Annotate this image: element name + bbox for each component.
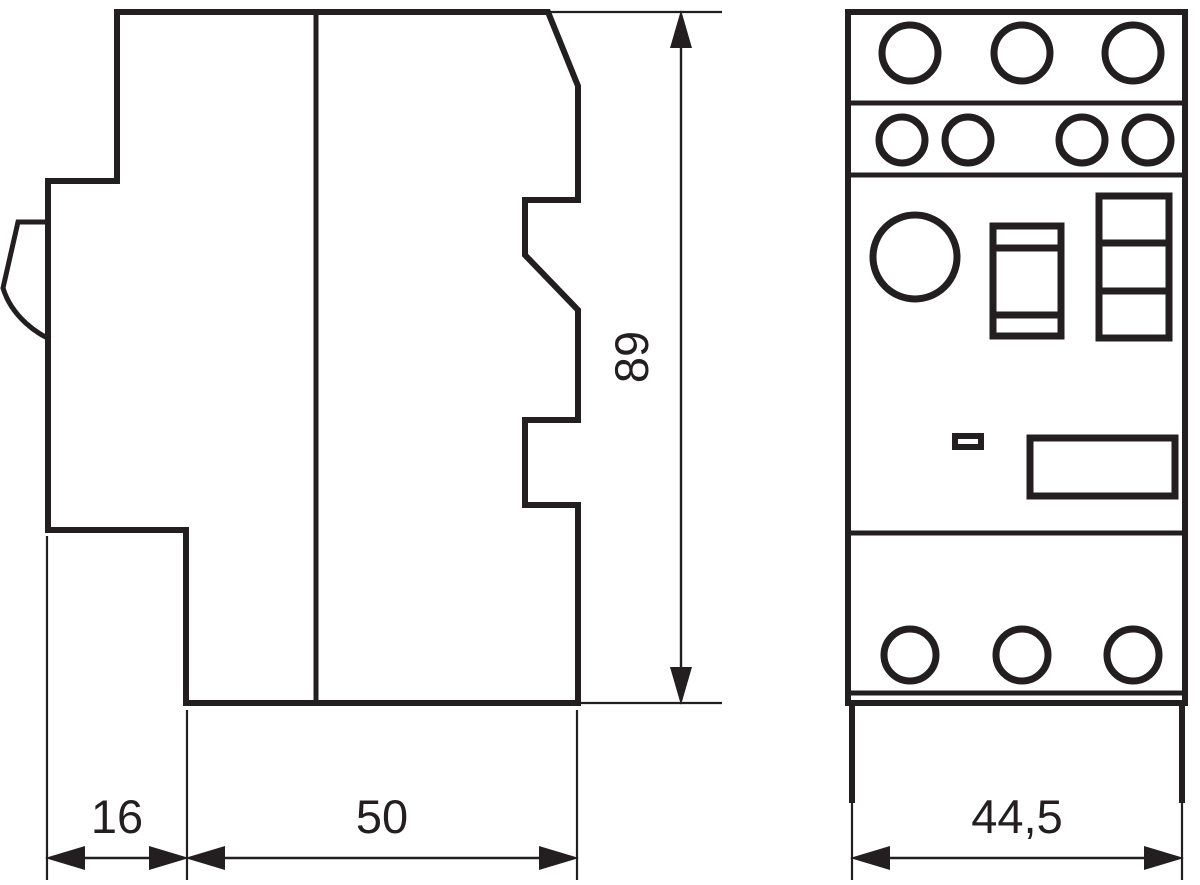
front-view xyxy=(845,9,1188,803)
arrow-head-16-right-icon xyxy=(149,846,189,870)
arrow-head-445-right-icon xyxy=(1144,846,1184,870)
terminal-hole-aux-3-icon xyxy=(1055,113,1109,167)
dim-label-89: 89 xyxy=(605,331,658,383)
front-view-lower-skirt xyxy=(849,700,1185,803)
dim-label-445: 44,5 xyxy=(971,790,1062,843)
side-view-body-outline xyxy=(45,9,581,706)
small-slot-icon xyxy=(952,433,984,450)
reset-button-outer xyxy=(989,222,1065,340)
terminal-hole-top-2-icon xyxy=(990,21,1054,85)
arrow-head-445-left-icon xyxy=(850,846,890,870)
front-view-body-outline xyxy=(845,9,1188,706)
indicator-block-outer xyxy=(1095,192,1173,342)
dimension-445: 44,5 xyxy=(850,790,1184,870)
arrow-head-up-icon xyxy=(670,10,692,48)
dimension-16: 16 xyxy=(45,790,189,870)
terminal-hole-top-1-icon xyxy=(878,21,942,85)
din-rail-clip-icon xyxy=(0,219,52,342)
terminal-hole-aux-4-icon xyxy=(1121,113,1175,167)
arrow-head-16-left-icon xyxy=(45,846,85,870)
dimension-height-89: 89 xyxy=(548,10,722,705)
terminal-hole-bottom-2-icon xyxy=(992,625,1052,685)
dimension-group-bottom-right: 44,5 xyxy=(850,703,1184,880)
auxiliary-terminal-holes xyxy=(875,113,1175,167)
reset-button-block[interactable] xyxy=(989,222,1065,340)
terminal-hole-top-3-icon xyxy=(1101,21,1165,85)
arrow-head-50-right-icon xyxy=(539,846,579,870)
terminal-hole-aux-1-icon xyxy=(875,113,929,167)
terminal-hole-aux-2-icon xyxy=(941,113,995,167)
indicator-block[interactable] xyxy=(1095,192,1173,342)
dimension-group-bottom-left: 16 50 xyxy=(45,536,579,880)
dimension-50: 50 xyxy=(185,790,579,870)
arrow-head-down-icon xyxy=(670,667,692,705)
side-view xyxy=(0,9,581,706)
arrow-head-50-left-icon xyxy=(185,846,225,870)
terminal-hole-bottom-3-icon xyxy=(1103,625,1163,685)
dim-label-16: 16 xyxy=(91,790,143,843)
top-terminal-holes xyxy=(878,21,1165,85)
rotary-knob-icon[interactable] xyxy=(869,211,961,303)
dim-label-50: 50 xyxy=(356,790,408,843)
terminal-hole-bottom-1-icon xyxy=(880,625,940,685)
label-window xyxy=(1026,434,1179,500)
bottom-terminal-holes xyxy=(880,625,1163,685)
